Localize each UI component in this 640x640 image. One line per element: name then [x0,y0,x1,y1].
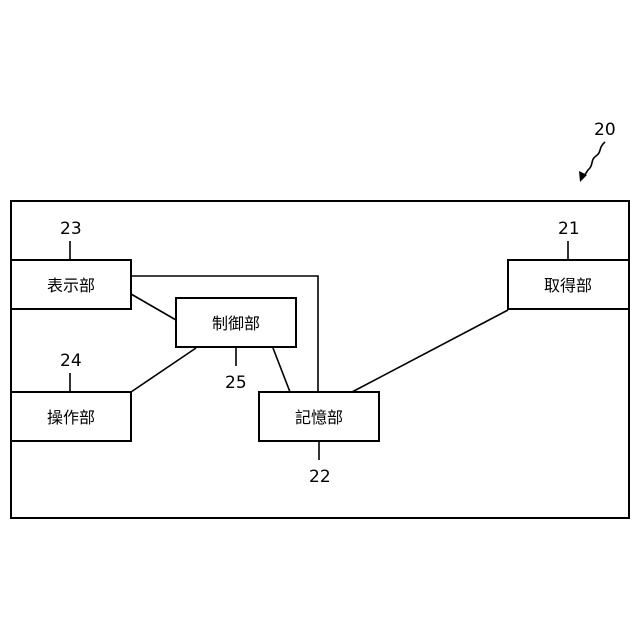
control-ref-label: 25 [225,373,247,393]
line-storage-acquisition [352,310,508,392]
display-ref-label: 23 [60,219,82,239]
device-ref-label: 20 [594,120,616,140]
line-display-control [131,294,176,320]
operation-ref-label: 24 [60,351,82,371]
acquisition-ref-label: 21 [558,219,580,239]
operation-block-label: 操作部 [47,408,95,427]
display-block-label: 表示部 [47,276,95,295]
line-operation-control [131,348,196,392]
control-block-label: 制御部 [212,314,260,333]
storage-block-label: 記憶部 [295,408,343,427]
acquisition-block-label: 取得部 [544,276,592,295]
line-control-storage [273,348,290,392]
device-ref-arrow [582,142,605,179]
storage-ref-label: 22 [309,467,331,487]
